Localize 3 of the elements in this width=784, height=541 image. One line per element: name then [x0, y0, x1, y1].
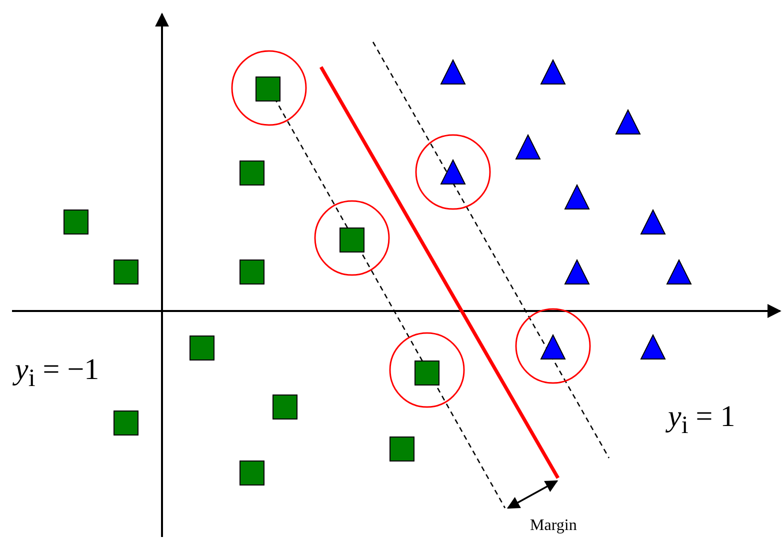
margin-label: Margin: [530, 518, 577, 534]
class-label: y$_{i}$ = −1: [15, 355, 100, 391]
class-label: y$_{i}$ = 1: [668, 402, 736, 438]
